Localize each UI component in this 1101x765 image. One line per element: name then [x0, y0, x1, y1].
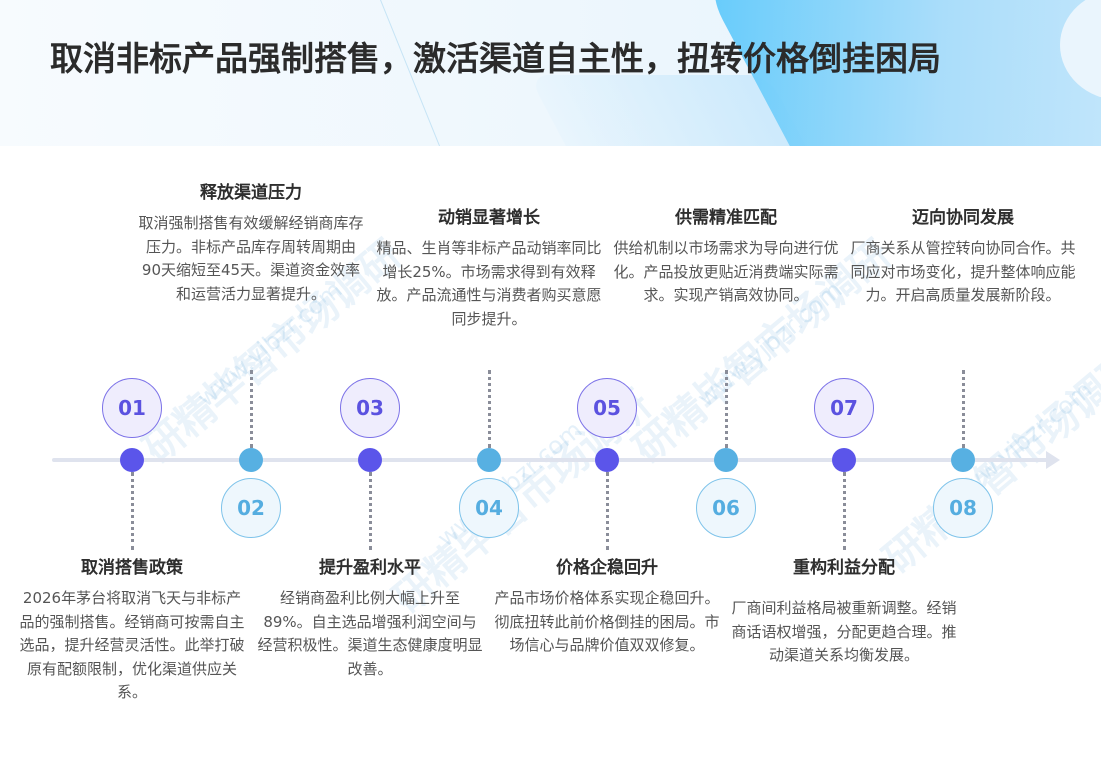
connector-line [843, 472, 846, 550]
step-title: 供需精准匹配 [675, 208, 777, 228]
step-number-badge: 03 [340, 378, 400, 438]
timeline-node [358, 448, 382, 472]
step-card: 重构利益分配 厂商间利益格局被重新调整。经销商话语权增强，分配更趋合理。推动渠道… [726, 555, 962, 668]
timeline-node [714, 448, 738, 472]
step-card: 取消搭售政策 2026年茅台将取消飞天与非标产品的强制搭售。经销商可按需自主选品… [14, 555, 250, 705]
timeline-axis [52, 458, 1052, 462]
watermark-url: www.yjbzr.com [432, 415, 588, 553]
connector-line [725, 370, 728, 448]
step-number-badge: 08 [933, 478, 993, 538]
step-number-badge: 06 [696, 478, 756, 538]
connector-line [131, 472, 134, 550]
step-number-badge: 02 [221, 478, 281, 538]
step-description: 产品市场价格体系实现企稳回升。彻底扭转此前价格倒挂的困局。市场信心与品牌价值双双… [494, 589, 720, 654]
step-description: 经销商盈利比例大幅上升至89%。自主选品增强利润空间与经营积极性。渠道生态健康度… [257, 589, 483, 678]
step-number-badge: 04 [459, 478, 519, 538]
connector-line [250, 370, 253, 448]
connector-line [369, 472, 372, 550]
timeline-node [595, 448, 619, 472]
step-title: 取消搭售政策 [81, 558, 183, 578]
timeline-node [832, 448, 856, 472]
timeline-node [239, 448, 263, 472]
step-number-badge: 07 [814, 378, 874, 438]
arrow-right-icon [1046, 451, 1060, 469]
timeline-node [120, 448, 144, 472]
timeline-node [477, 448, 501, 472]
step-title: 提升盈利水平 [319, 558, 421, 578]
step-title: 释放渠道压力 [200, 183, 302, 203]
step-title: 迈向协同发展 [912, 208, 1014, 228]
step-card: 动销显著增长 精品、生肖等非标产品动销率同比增长25%。市场需求得到有效释放。产… [371, 205, 607, 331]
connector-line [488, 370, 491, 448]
step-card: 迈向协同发展 厂商关系从管控转向协同合作。共同应对市场变化，提升整体响应能力。开… [845, 205, 1081, 308]
step-description: 2026年茅台将取消飞天与非标产品的强制搭售。经销商可按需自主选品，提升经营灵活… [19, 589, 245, 701]
step-card: 释放渠道压力 取消强制搭售有效缓解经销商库存压力。非标产品库存周转周期由90天缩… [133, 180, 369, 306]
step-card: 供需精准匹配 供给机制以市场需求为导向进行优化。产品投放更贴近消费端实际需求。实… [608, 205, 844, 308]
header-banner: 取消非标产品强制搭售，激活渠道自主性，扭转价格倒挂困局 [0, 0, 1101, 146]
step-description: 精品、生肖等非标产品动销率同比增长25%。市场需求得到有效释放。产品流通性与消费… [376, 239, 602, 328]
step-number-badge: 05 [577, 378, 637, 438]
timeline-node [951, 448, 975, 472]
step-description: 厂商关系从管控转向协同合作。共同应对市场变化，提升整体响应能力。开启高质量发展新… [850, 239, 1076, 304]
step-card: 提升盈利水平 经销商盈利比例大幅上升至89%。自主选品增强利润空间与经营积极性。… [252, 555, 488, 681]
step-description: 取消强制搭售有效缓解经销商库存压力。非标产品库存周转周期由90天缩短至45天。渠… [138, 214, 364, 303]
step-card: 价格企稳回升 产品市场价格体系实现企稳回升。彻底扭转此前价格倒挂的困局。市场信心… [489, 555, 725, 658]
step-description: 厂商间利益格局被重新调整。经销商话语权增强，分配更趋合理。推动渠道关系均衡发展。 [731, 599, 957, 664]
step-title: 动销显著增长 [438, 208, 540, 228]
step-description: 供给机制以市场需求为导向进行优化。产品投放更贴近消费端实际需求。实现产销高效协同… [613, 239, 839, 304]
step-title: 价格企稳回升 [556, 558, 658, 578]
page-title: 取消非标产品强制搭售，激活渠道自主性，扭转价格倒挂困局 [50, 39, 941, 78]
step-title: 重构利益分配 [793, 558, 895, 578]
step-number-badge: 01 [102, 378, 162, 438]
connector-line [962, 370, 965, 448]
connector-line [606, 472, 609, 550]
